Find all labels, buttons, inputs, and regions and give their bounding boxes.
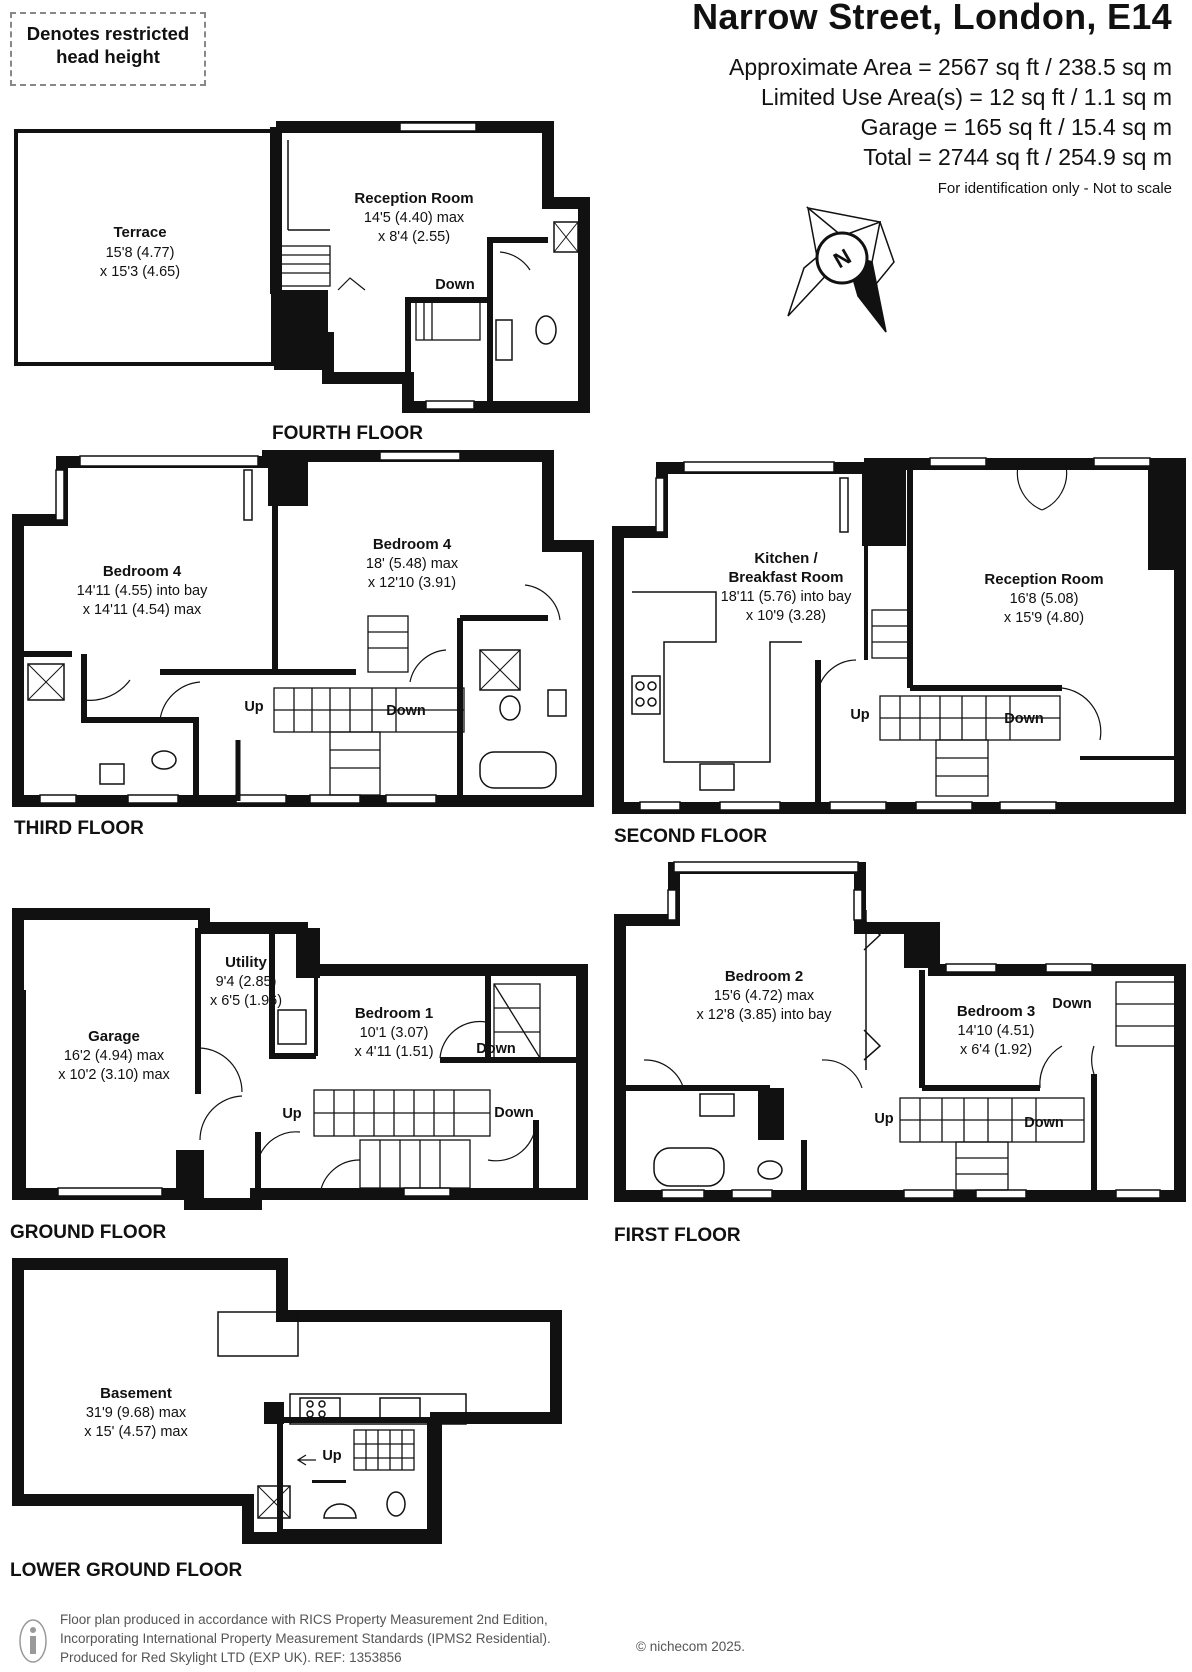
fourth-reception-dim-1: 14'5 (4.40) max — [364, 210, 465, 226]
basement-dim-2: x 15' (4.57) max — [84, 1424, 188, 1440]
ground-floor-plan — [12, 908, 588, 1210]
garage-dim-2: x 10'2 (3.10) max — [58, 1067, 170, 1083]
fourth-floor-plan — [14, 121, 590, 413]
first-stair-up: Up — [874, 1111, 893, 1127]
legend-line-2: head height — [56, 46, 160, 67]
utility-dim-1: 9'4 (2.85) — [216, 974, 277, 990]
utility-dim-2: x 6'5 (1.96) — [210, 993, 282, 1009]
legend-line-1: Denotes restricted — [26, 23, 190, 44]
info-person-icon — [19, 1619, 47, 1663]
second-reception-name: Reception Room — [984, 571, 1103, 588]
bedroom1-dim-1: 10'1 (3.07) — [360, 1025, 429, 1041]
limited-use-area: Limited Use Area(s) = 12 sq ft / 1.1 sq … — [761, 84, 1172, 110]
copyright-text: © nichecom 2025. — [636, 1639, 746, 1654]
second-floor-plan — [612, 457, 1186, 814]
kitchen-name-1: Kitchen / — [754, 550, 818, 567]
garage-name: Garage — [88, 1028, 140, 1045]
terrace-name: Terrace — [113, 224, 166, 241]
approximate-area: Approximate Area = 2567 sq ft / 238.5 sq… — [728, 54, 1172, 80]
kitchen-dim-2: x 10'9 (3.28) — [746, 608, 826, 624]
second-floor-title: SECOND FLOOR — [614, 826, 767, 847]
bedroom2-name: Bedroom 2 — [725, 968, 803, 985]
lower-ground-floor-title: LOWER GROUND FLOOR — [10, 1560, 242, 1581]
third-bedroom4b-dim-1: 18' (5.48) max — [366, 556, 459, 572]
footer-line-3: Produced for Red Skylight LTD (EXP UK). … — [60, 1650, 402, 1665]
fourth-reception-name: Reception Room — [354, 190, 473, 207]
compass-rose-icon — [787, 206, 895, 333]
footer-text: Floor plan produced in accordance with R… — [60, 1610, 551, 1667]
property-title: Narrow Street, London, E14 — [692, 0, 1172, 37]
fourth-stair-down: Down — [435, 277, 474, 293]
bedroom3-dim-1: 14'10 (4.51) — [958, 1023, 1035, 1039]
first-floor-plan — [614, 861, 1186, 1202]
total-area: Total = 2744 sq ft / 254.9 sq m — [863, 144, 1172, 170]
third-bedroom4a-dim-2: x 14'11 (4.54) max — [83, 602, 202, 618]
ground-stair-down-lower: Down — [494, 1105, 533, 1121]
garage-area: Garage = 165 sq ft / 15.4 sq m — [860, 114, 1172, 140]
bedroom2-dim-1: 15'6 (4.72) max — [714, 988, 815, 1004]
kitchen-dim-1: 18'11 (5.76) into bay — [721, 589, 852, 605]
bedroom3-name: Bedroom 3 — [957, 1003, 1035, 1020]
third-bedroom4b-dim-2: x 12'10 (3.91) — [368, 575, 456, 591]
third-bedroom4a-dim-1: 14'11 (4.55) into bay — [77, 583, 208, 599]
third-stair-down: Down — [386, 703, 425, 719]
second-stair-up: Up — [850, 707, 869, 723]
third-floor-title: THIRD FLOOR — [14, 818, 144, 839]
third-bedroom4b-name: Bedroom 4 — [373, 536, 452, 553]
kitchen-name-2: Breakfast Room — [728, 569, 843, 586]
terrace-dim-1: 15'8 (4.77) — [106, 245, 175, 261]
basement-dim-1: 31'9 (9.68) max — [86, 1405, 187, 1421]
utility-name: Utility — [225, 954, 267, 971]
first-stair-down-upper: Down — [1052, 996, 1091, 1012]
second-reception-dim-2: x 15'9 (4.80) — [1004, 610, 1084, 626]
second-reception-dim-1: 16'8 (5.08) — [1010, 591, 1079, 607]
terrace-dim-2: x 15'3 (4.65) — [100, 264, 180, 280]
lower-ground-floor-plan — [12, 1258, 562, 1544]
third-bedroom4a-name: Bedroom 4 — [103, 563, 182, 580]
ground-stair-down-upper: Down — [476, 1041, 515, 1057]
first-floor-title: FIRST FLOOR — [614, 1225, 741, 1246]
ground-floor-title: GROUND FLOOR — [10, 1222, 166, 1243]
garage-dim-1: 16'2 (4.94) max — [64, 1048, 165, 1064]
restricted-height-legend: Denotes restricted head height — [10, 12, 206, 86]
footer-line-2: Incorporating International Property Mea… — [60, 1631, 551, 1646]
identification-note: For identification only - Not to scale — [937, 180, 1172, 197]
first-stair-down-lower: Down — [1024, 1115, 1063, 1131]
fourth-reception-dim-2: x 8'4 (2.55) — [378, 229, 450, 245]
third-floor-plan — [12, 450, 594, 807]
lower-stair-up: Up — [322, 1448, 341, 1464]
second-stair-down: Down — [1004, 711, 1043, 727]
footer-line-1: Floor plan produced in accordance with R… — [60, 1612, 548, 1627]
third-stair-up: Up — [244, 699, 263, 715]
bedroom3-dim-2: x 6'4 (1.92) — [960, 1042, 1032, 1058]
bedroom1-dim-2: x 4'11 (1.51) — [354, 1044, 433, 1060]
basement-name: Basement — [100, 1385, 172, 1402]
bedroom1-name: Bedroom 1 — [355, 1005, 433, 1022]
floor-plan-drawing: N Terrace 15'8 (4.77) x 15'3 (4.65) Rece… — [10, 121, 1186, 1581]
bedroom2-dim-2: x 12'8 (3.85) into bay — [697, 1007, 833, 1023]
ground-stair-up: Up — [282, 1106, 301, 1122]
fourth-floor-title: FOURTH FLOOR — [272, 423, 423, 444]
